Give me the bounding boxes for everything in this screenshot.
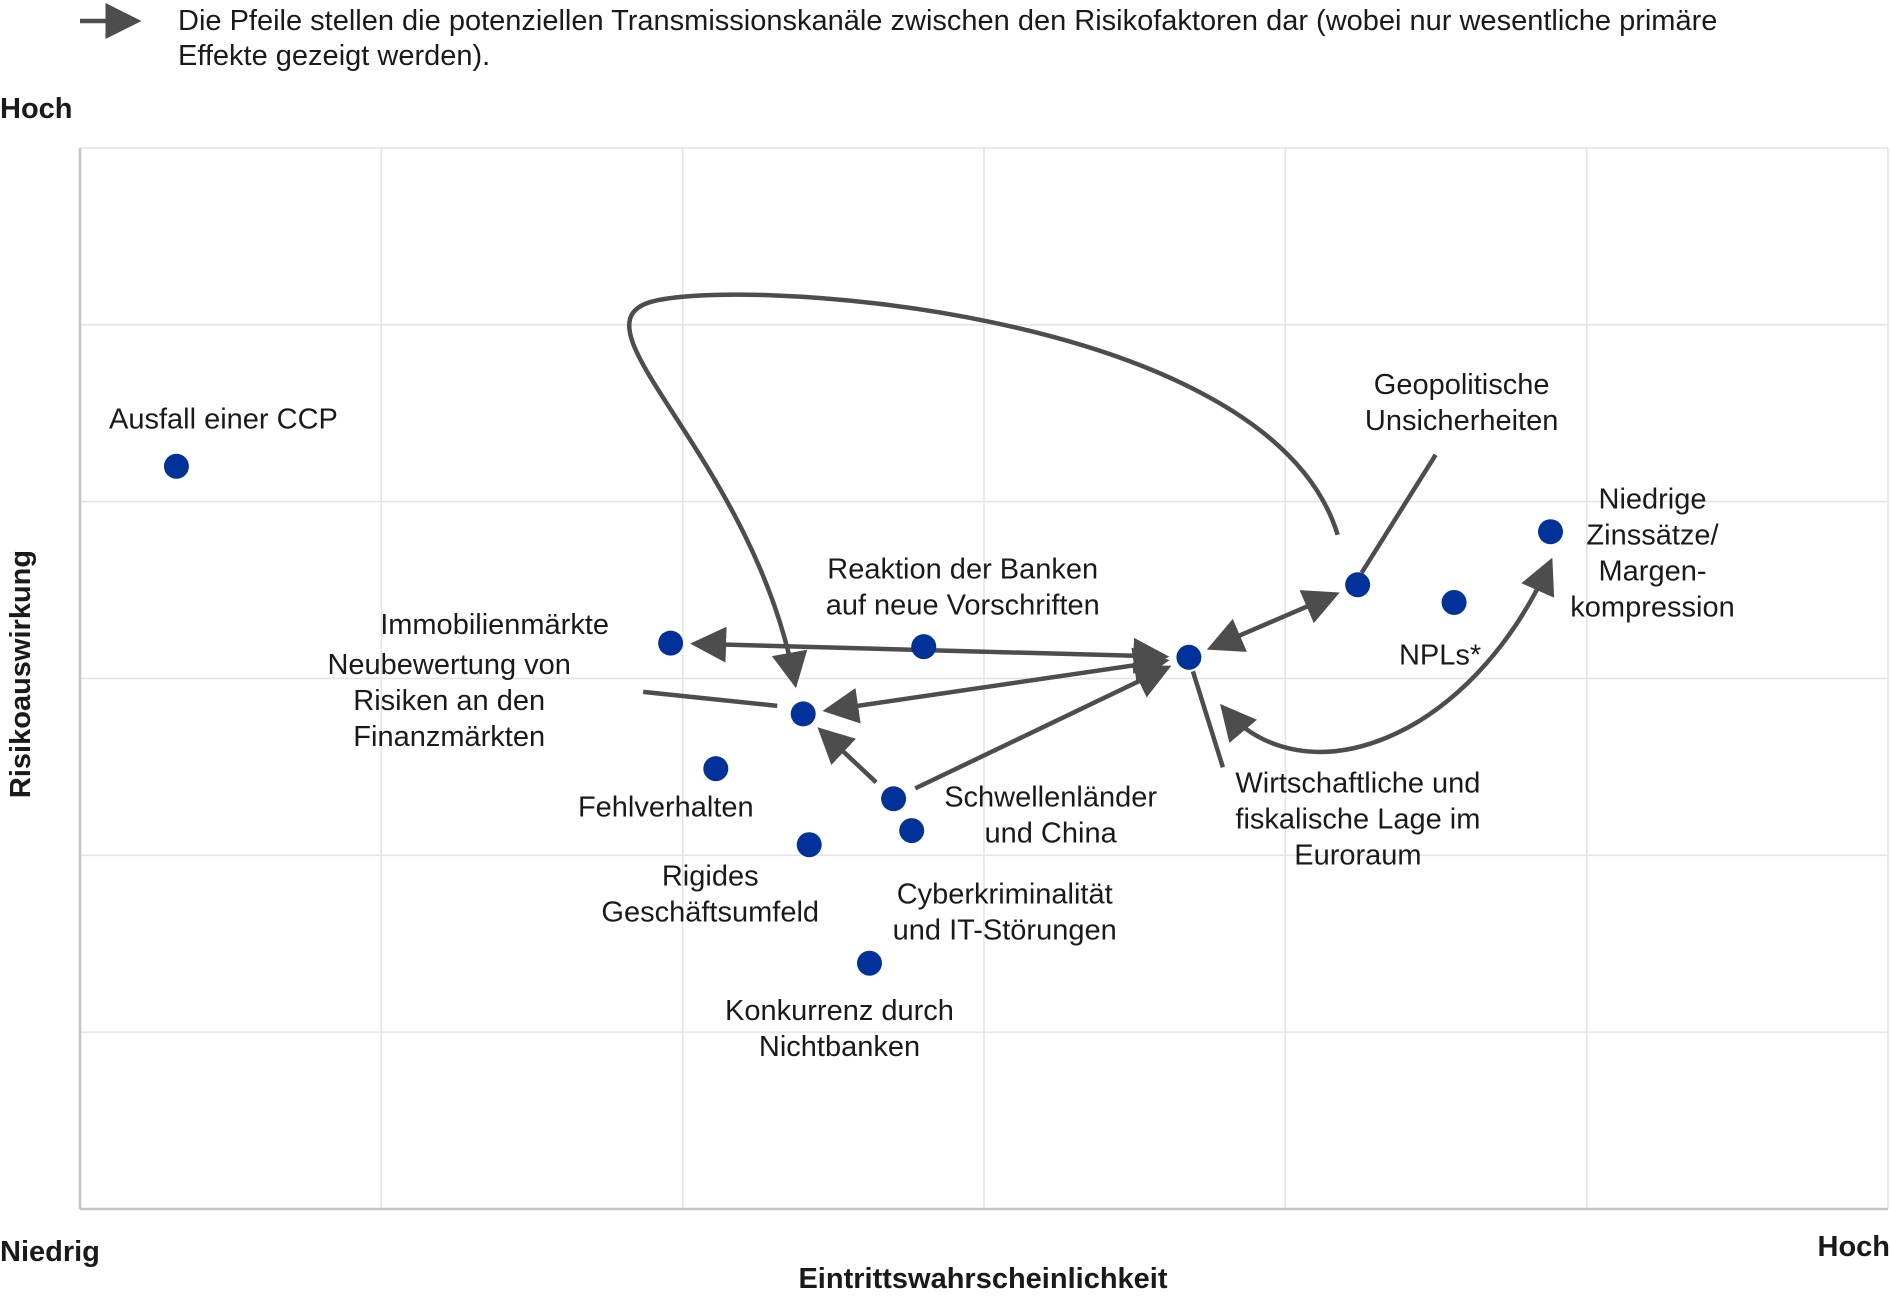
- leader-line: [1190, 670, 1226, 768]
- data-point-fehl: [703, 756, 729, 782]
- label-layer: Ausfall einer CCP Immobilienmärkte Reaktio…: [109, 369, 1735, 1063]
- label-line: Neubewertung von: [327, 649, 570, 681]
- label-line: Margen-: [1599, 556, 1707, 588]
- data-point-ccp: [163, 453, 189, 479]
- label-line: fiskalische Lage im: [1235, 803, 1480, 835]
- label-schwell: Schwellenländer und China: [944, 782, 1157, 850]
- label-line: und IT-Störungen: [893, 915, 1117, 947]
- label-line: Immobilienmärkte: [380, 609, 609, 641]
- label-line: Unsicherheiten: [1365, 405, 1558, 437]
- leader-line: [642, 689, 778, 709]
- data-point-schwell: [881, 786, 907, 812]
- label-euro: Wirtschaftliche und fiskalische Lage im Eu…: [1235, 767, 1480, 871]
- label-line: Wirtschaftliche und: [1235, 767, 1480, 799]
- data-point-rigid: [796, 832, 822, 858]
- label-fehl: Fehlverhalten: [578, 792, 754, 824]
- label-line: Konkurrenz durch: [725, 995, 954, 1027]
- label-line: Ausfall einer CCP: [109, 403, 338, 435]
- label-immo: Immobilienmärkte: [380, 609, 609, 641]
- data-point-reaktion: [911, 634, 937, 660]
- label-line: Schwellenländer: [944, 782, 1157, 814]
- data-point-euro: [1176, 644, 1202, 670]
- label-line: Cyberkriminalität: [897, 879, 1113, 911]
- transmission-arrow-euro-geo: [1206, 590, 1340, 652]
- data-point-zins: [1538, 519, 1564, 545]
- label-line: Reaktion der Banken: [827, 554, 1098, 586]
- plot-grid: [78, 147, 1889, 1211]
- transmission-arrow-schwell-euro: [914, 665, 1172, 791]
- label-line: Risiken an den: [353, 685, 545, 717]
- label-line: Geopolitische: [1374, 369, 1550, 401]
- label-ccp: Ausfall einer CCP: [109, 403, 338, 435]
- label-npl: NPLs*: [1399, 639, 1481, 671]
- y-axis-high-label: Hoch: [0, 93, 73, 125]
- legend-text-line1: Die Pfeile stellen die potenziellen Tran…: [178, 5, 1717, 37]
- data-point-npl: [1441, 589, 1467, 615]
- data-point-geo: [1345, 572, 1371, 598]
- label-line: Finanzmärkten: [353, 721, 545, 753]
- transmission-arrow-geo-neubew: [627, 292, 1340, 689]
- x-axis-title: Eintrittswahrscheinlichkeit: [798, 1263, 1167, 1295]
- label-line: Zinssätze/: [1586, 520, 1719, 552]
- legend-text-line2: Effekte gezeigt werden).: [178, 40, 490, 72]
- label-line: Euroraum: [1294, 839, 1421, 871]
- data-point-cyber: [899, 818, 925, 844]
- transmission-arrow-schwell-neubew: [817, 727, 878, 784]
- transmission-arrow-euro-zins: [1220, 557, 1555, 755]
- leader-line: [1359, 453, 1438, 574]
- label-cyber: Cyberkriminalität und IT-Störungen: [893, 879, 1117, 947]
- label-line: NPLs*: [1399, 639, 1481, 671]
- label-line: und China: [984, 818, 1117, 850]
- label-line: Geschäftsumfeld: [601, 897, 819, 929]
- arrow-layer: [627, 292, 1555, 791]
- label-line: Rigides: [662, 861, 759, 893]
- point-layer: [163, 453, 1564, 976]
- label-reaktion: Reaktion der Banken auf neue Vorschriften: [826, 554, 1100, 622]
- label-line: Nichtbanken: [759, 1031, 920, 1063]
- label-line: Niedrige: [1599, 484, 1707, 516]
- label-line: kompression: [1570, 592, 1734, 624]
- transmission-arrow-neubew-euro: [822, 647, 1170, 724]
- x-axis-low-label: Niedrig: [0, 1236, 100, 1268]
- data-point-neubew: [790, 701, 816, 727]
- x-axis-high-label: Hoch: [1818, 1231, 1890, 1263]
- label-line: auf neue Vorschriften: [826, 590, 1100, 622]
- y-axis-title: Risikoauswirkung: [5, 550, 37, 798]
- label-line: Fehlverhalten: [578, 792, 754, 824]
- data-point-immo: [658, 630, 684, 656]
- data-point-konk: [856, 950, 882, 976]
- legend: Die Pfeile stellen die potenziellen Tran…: [80, 3, 1717, 72]
